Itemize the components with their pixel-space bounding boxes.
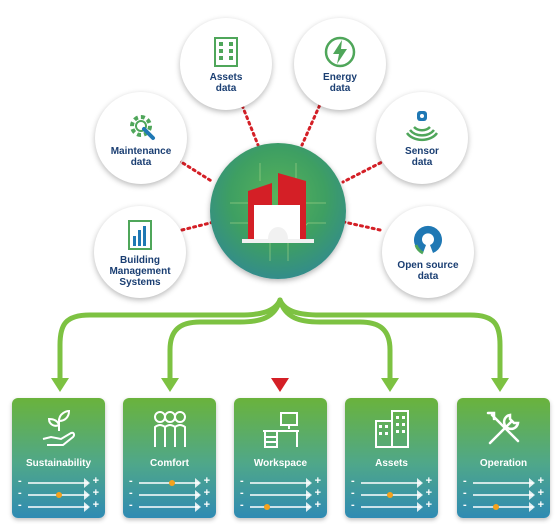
desk-icon (262, 412, 299, 448)
output-card-operation: Operation -+ -+ -+ (457, 398, 550, 518)
scale-slider: -+ (240, 475, 321, 488)
output-card-comfort: Comfort -+ -+ -+ (123, 398, 216, 518)
arrowheads (51, 378, 509, 392)
scale-slider: -+ (18, 487, 99, 500)
gear-wrench-icon (130, 115, 155, 140)
scale-slider: -+ (129, 475, 210, 488)
output-card-workspace: Workspace -+ -+ -+ (234, 398, 327, 518)
scale-slider: -+ (463, 487, 544, 500)
scale-slider: -+ (240, 499, 321, 512)
output-label: Operation (479, 458, 528, 469)
people-icon (153, 411, 186, 447)
scale-slider: -+ (351, 475, 432, 488)
scale-slider: -+ (18, 499, 99, 512)
scale-slider: -+ (463, 475, 544, 488)
output-card-sustainability: Sustainability -+ -+ -+ (12, 398, 105, 518)
output-label: Workspace (253, 458, 308, 469)
scale-slider: -+ (129, 499, 210, 512)
output-label: Assets (375, 458, 408, 469)
office-building-icon (374, 410, 409, 448)
hub-logo-icon (230, 163, 326, 261)
scale-slider: -+ (240, 487, 321, 500)
output-label: Comfort (150, 458, 189, 469)
scale-slider: -+ (129, 487, 210, 500)
output-label: Sustainability (25, 458, 91, 469)
building-chart-icon (128, 219, 152, 250)
distribution-lines (57, 276, 503, 383)
building-icon (214, 37, 238, 67)
sensor-icon (405, 111, 439, 142)
plant-hand-icon (42, 409, 75, 446)
lightning-icon (324, 36, 356, 68)
scale-slider: -+ (463, 499, 544, 512)
output-card-assets: Assets -+ -+ -+ (345, 398, 438, 518)
central-hub (210, 143, 346, 279)
scale-slider: -+ (351, 499, 432, 512)
scale-slider: -+ (351, 487, 432, 500)
data-spokes (176, 98, 388, 232)
open-source-icon (414, 225, 442, 255)
scale-slider: -+ (18, 475, 99, 488)
tools-icon (486, 411, 519, 445)
